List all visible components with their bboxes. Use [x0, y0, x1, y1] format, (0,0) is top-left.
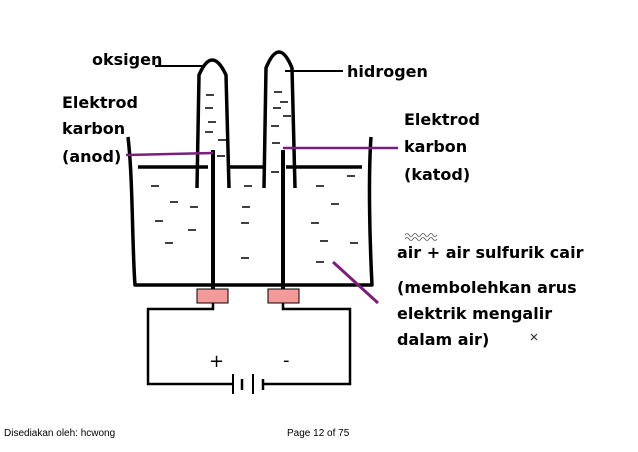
cathode-plate — [267, 288, 300, 304]
footer-page-number: Page 12 of 75 — [287, 428, 350, 439]
anode-label-line1: Elektrod — [62, 93, 138, 112]
electrolyte-pointer-line — [331, 260, 380, 305]
anode-label-line2: karbon — [62, 119, 126, 138]
footer-author: Disediakan oleh: hcwong — [4, 428, 116, 439]
circuit-wire-right — [264, 303, 352, 386]
battery-plus-sign: + — [209, 351, 225, 372]
small-x-mark — [530, 333, 538, 341]
hydrogen-test-tube — [262, 50, 297, 189]
anode-plate — [196, 288, 229, 304]
scribble-mark — [404, 233, 438, 241]
electrolyte-label-line3: elektrik mengalir — [397, 304, 553, 323]
battery-minus-sign: - — [283, 350, 290, 371]
cathode-label-line1: Elektrod — [404, 110, 480, 129]
electrolyte-label-line2: (membolehkan arus — [397, 278, 577, 297]
anode-pointer-line — [125, 151, 214, 157]
oksigen-label: oksigen — [92, 50, 163, 69]
circuit-wire-left — [146, 303, 232, 386]
cathode-label-line2: karbon — [404, 137, 468, 156]
electrolyte-label-line4: dalam air) — [397, 330, 490, 349]
oxygen-test-tube — [195, 58, 231, 189]
electrolyte-label-line1: air + air sulfurik cair — [397, 243, 584, 262]
anode-label-line3: (anod) — [62, 147, 122, 166]
hidrogen-label: hidrogen — [347, 62, 428, 81]
beaker-outline — [126, 136, 374, 287]
cathode-label-line3: (katod) — [404, 165, 471, 184]
electrolyte-dashes — [151, 91, 358, 263]
